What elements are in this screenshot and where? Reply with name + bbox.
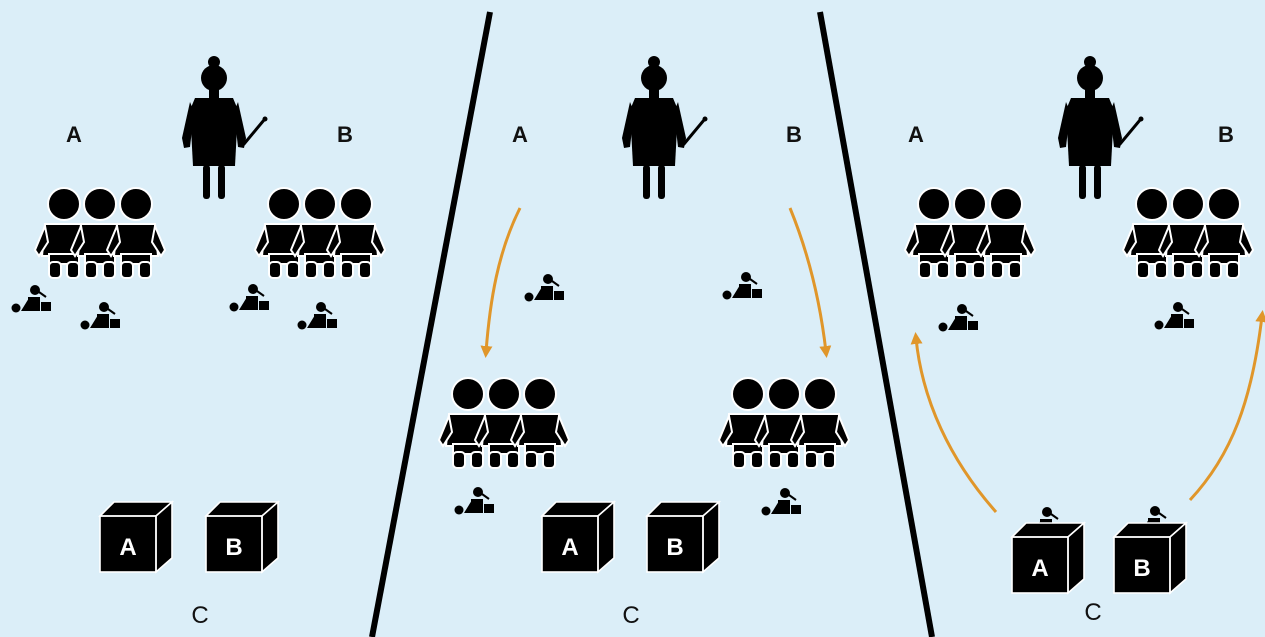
toy-blocks-icon: [228, 283, 270, 313]
children-group-icon: [439, 378, 569, 468]
panel-3-group-a-label: A: [908, 122, 924, 147]
panel-3-box-b-label: B: [1133, 555, 1150, 582]
divider-left: [369, 11, 493, 637]
panel-1: A B A B C: [10, 54, 386, 629]
box-a: A: [99, 501, 173, 573]
toy-blocks-icon: [79, 301, 121, 331]
toy-blocks-icon: [523, 273, 565, 303]
panel-2-box-a-label: A: [561, 534, 578, 561]
teacher-icon: [1056, 54, 1145, 201]
box-b: B: [205, 501, 279, 573]
panel-2-group-b-label: B: [786, 122, 802, 147]
panel-1-box-a-label: A: [119, 534, 136, 561]
toy-blocks-icon: [937, 303, 979, 333]
teacher-icon: [620, 54, 709, 201]
panel-2-box-b-label: B: [666, 534, 683, 561]
panel-1-box-b-label: B: [225, 534, 242, 561]
toy-blocks-icon: [453, 486, 495, 516]
toy-blocks-icon: [721, 271, 763, 301]
panel-1-center-label: C: [191, 602, 208, 629]
panel-3-box-a-label: A: [1031, 555, 1048, 582]
arrow-icon: [788, 207, 832, 358]
box-b: B: [646, 501, 720, 573]
toy-blocks-icon: [10, 284, 52, 314]
panel-1-group-b-label: B: [337, 122, 353, 147]
arrow-icon: [1188, 310, 1265, 502]
children-group-icon: [35, 188, 165, 278]
children-group-icon: [1123, 188, 1253, 278]
arrow-icon: [480, 207, 522, 358]
panel-1-group-a-label: A: [66, 122, 82, 147]
arrow-icon: [910, 332, 998, 513]
panel-3: A B A B C: [905, 54, 1265, 626]
toy-blocks-icon: [296, 301, 338, 331]
toy-blocks-icon: [1153, 301, 1195, 331]
children-group-icon: [255, 188, 385, 278]
box-a: A: [1011, 522, 1085, 594]
toy-blocks-icon: [760, 487, 802, 517]
panel-3-center-label: C: [1084, 599, 1101, 626]
teacher-icon: [180, 54, 269, 201]
box-a: A: [541, 501, 615, 573]
children-group-icon: [719, 378, 849, 468]
divider-right: [817, 11, 935, 637]
panel-2-group-a-label: A: [512, 122, 528, 147]
panel-2: A B A B C: [439, 54, 849, 629]
children-group-icon: [905, 188, 1035, 278]
panel-2-center-label: C: [622, 602, 639, 629]
panel-3-group-b-label: B: [1218, 122, 1234, 147]
box-b: B: [1113, 522, 1187, 594]
